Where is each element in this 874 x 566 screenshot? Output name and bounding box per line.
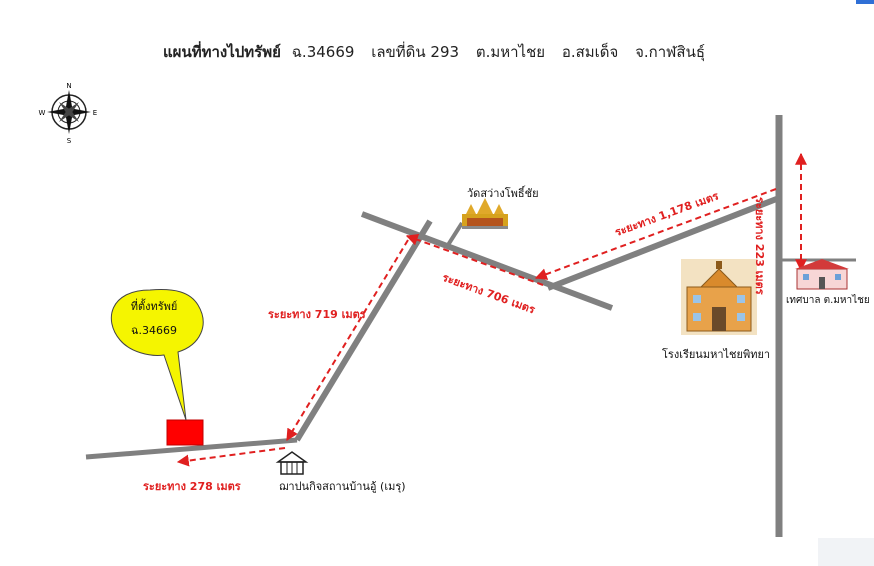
route-278 [176,447,286,467]
municipality-icon [795,259,849,290]
top-border [0,0,874,4]
callout-label: ที่ตั้งทรัพย์ ฉ.34669 [104,297,204,339]
distance-719: ระยะทาง 719 เมตร [268,308,366,321]
road-temple [360,211,614,311]
road-temple-spur [446,221,464,247]
route-1178 [534,188,777,280]
map-title: แผนที่ทางไปทรัพย์ ฉ.34669 เลขที่ดิน 293 … [0,40,874,64]
road-bottom [85,437,298,460]
route-706 [405,234,544,286]
road-diagonal-northeast [546,195,781,291]
title-main: แผนที่ทางไปทรัพย์ [163,43,281,61]
callout-line1: ที่ตั้งทรัพย์ [130,300,178,313]
property-callout [110,289,204,421]
school-icon [681,259,757,335]
compass-w: W [39,109,46,117]
distance-278: ระยะทาง 278 เมตร [143,480,241,493]
municipality-label: เทศบาล ต.มหาไชย [786,295,870,306]
crematorium-icon [275,451,309,475]
compass-s: S [67,137,72,145]
distance-223: ระยะทาง 223 เมตร [753,197,766,295]
corner-widget [818,538,874,566]
title-subdistrict: ต.มหาไชย [475,43,546,61]
school-label: โรงเรียนมหาไชยพิทยา [662,348,771,361]
compass-e: E [93,109,97,117]
temple-icon [462,198,508,229]
title-province: จ.กาฬสินธุ์ [635,43,705,61]
title-parcel: เลขที่ดิน 293 [371,43,460,61]
top-accent [856,0,874,4]
callout-line2: ฉ.34669 [131,324,177,337]
road-diagonal-southwest [294,219,433,442]
crematorium-label: ฌาปนกิจสถานบ้านอู้ (เมรุ) [279,480,406,493]
property-marker [166,419,204,446]
compass-n: N [66,82,71,90]
title-deed: ฉ.34669 [291,43,355,61]
compass-rose: N S E W [39,82,98,145]
route-719 [286,239,409,442]
title-district: อ.สมเด็จ [561,43,619,61]
temple-label: วัดสว่างโพธิ์ชัย [467,187,539,200]
